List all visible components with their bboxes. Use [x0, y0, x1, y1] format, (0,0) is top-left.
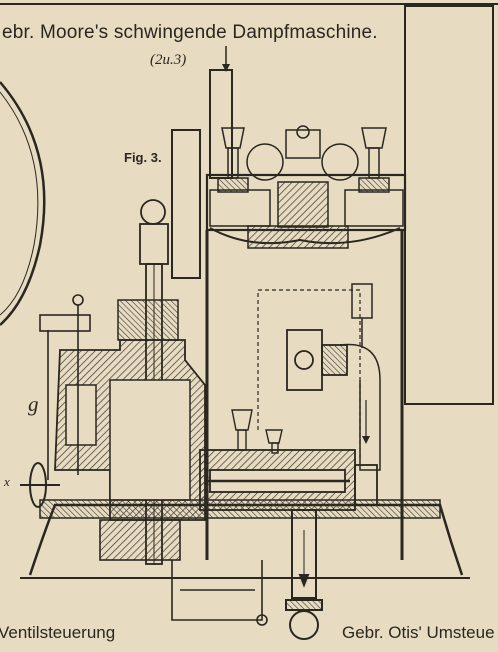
exhaust-pipe: [285, 509, 323, 640]
label-x: x: [4, 474, 10, 489]
flywheel-arc: [0, 81, 46, 326]
caption-right: Gebr. Otis' Umsteue: [342, 623, 495, 642]
valve-rod: [39, 294, 91, 480]
figure-label: Fig. 3.: [124, 150, 162, 165]
caption-left: Ventilsteuerung: [0, 623, 116, 642]
left-oiler: [217, 127, 249, 193]
lower-chamber: [199, 449, 378, 511]
governor-balls: [246, 125, 359, 181]
side-panel: [404, 5, 494, 405]
page-title: ebr. Moore's schwingende Dampfmaschine.: [2, 22, 378, 43]
steam-path: [257, 289, 361, 460]
left-cylinder: [54, 299, 206, 521]
handwheel-x: [20, 462, 60, 508]
label-g: g: [28, 392, 39, 416]
sight-glass: [339, 283, 381, 471]
lower-pipes: [99, 519, 268, 626]
right-oiler: [358, 127, 390, 193]
lower-oilers: [231, 409, 283, 454]
bevel-gear: [209, 181, 404, 228]
figure-reference: (2u.3): [150, 52, 187, 68]
eccentric-box: [286, 329, 348, 391]
